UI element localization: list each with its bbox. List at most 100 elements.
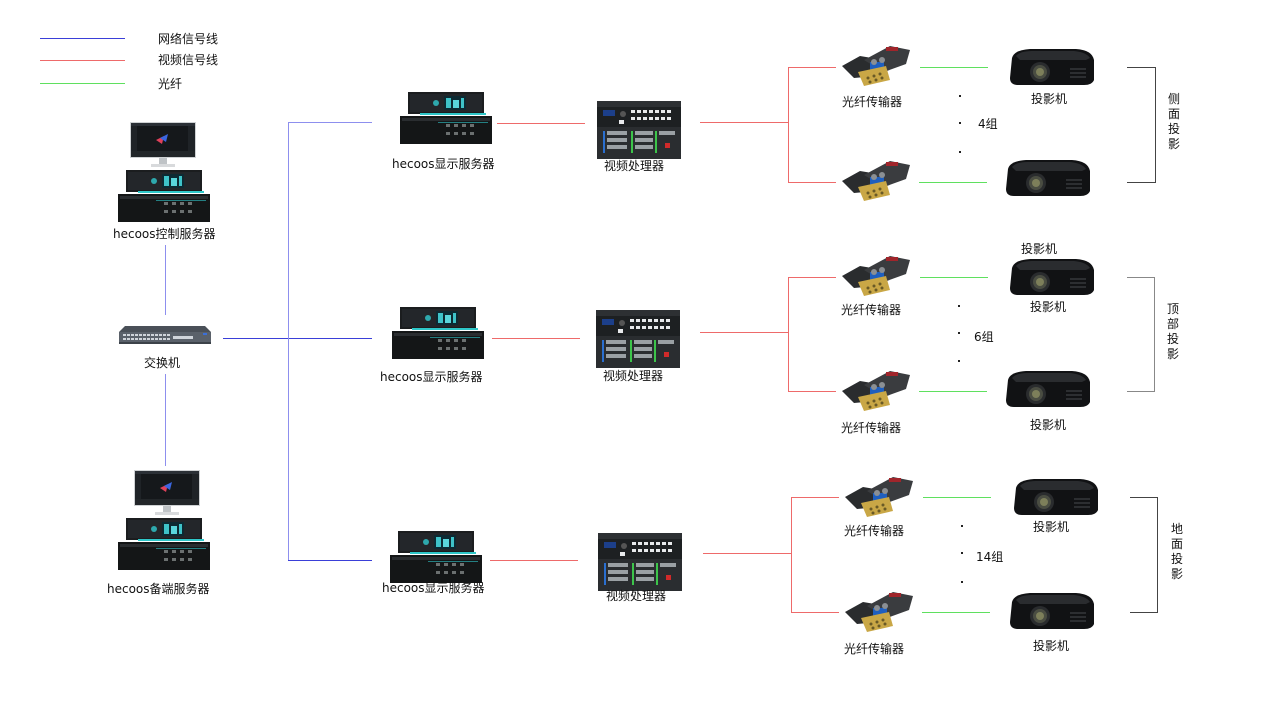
ellipsis-dot [961,552,963,554]
display-server-2-label: hecoos显示服务器 [380,370,483,384]
net-line-switch-backup [165,374,166,466]
video-line-split3-top [791,497,839,498]
fiber-transmitter-1b-icon [840,157,910,201]
zone-bracket-2-bottom [1127,391,1155,392]
zone-bracket-3-bottom [1130,612,1158,613]
control-monitor-icon [130,122,196,168]
zone-bracket-2-top [1127,277,1155,278]
video-processor-3-label: 视频处理器 [606,589,667,603]
fiber-transmitter-2a-icon [840,252,910,296]
control-server-label: hecoos控制服务器 [113,227,216,241]
projector-3b-icon [1006,592,1096,630]
video-processor-2-icon [596,310,680,368]
projector-1b-icon [1002,159,1092,197]
zone-bracket-1-bottom [1127,182,1155,183]
net-line-trunk-server1 [288,122,372,123]
zone-bracket-1-top [1127,67,1155,68]
video-processor-2-label: 视频处理器 [603,369,664,383]
fiber-line-3b [922,612,990,613]
display-server-3-icon [390,531,482,583]
projector-2a-label: 投影机 [1030,300,1067,314]
control-server-icon [118,170,210,222]
legend-network-label: 网络信号线 [158,32,219,46]
display-server-3-label: hecoos显示服务器 [382,581,485,595]
ellipsis-dot [958,332,960,334]
group-count-3: 14组 [976,550,1004,564]
fiber-line-2a [920,277,988,278]
legend-fiber-line [40,83,125,84]
zone-label-floor: 地面投影 [1170,522,1183,581]
ellipsis-dot [961,581,963,583]
display-server-1-icon [400,92,492,144]
video-line-proc1-split [700,122,788,123]
switch-icon [119,326,211,344]
fiber-transmitter-1a-icon [840,42,910,86]
video-line-server1-proc1 [497,123,585,124]
net-trunk-vertical [288,122,289,560]
fiber-transmitter-3a-label: 光纤传输器 [844,524,905,538]
fiber-line-1a [920,67,988,68]
legend-fiber-label: 光纤 [158,77,183,91]
projector-2-extra-label: 投影机 [1021,242,1058,256]
ellipsis-dot [958,305,960,307]
video-line-server3-proc3 [490,560,578,561]
fiber-transmitter-3a-icon [843,473,913,517]
projector-3b-label: 投影机 [1033,639,1070,653]
video-processor-1-icon [597,101,681,159]
projector-2a-icon [1006,258,1096,296]
video-line-split2-bottom [788,391,836,392]
fiber-transmitter-2a-label: 光纤传输器 [841,303,902,317]
group-count-2: 6组 [974,330,994,344]
backup-server-label: hecoos备端服务器 [107,582,210,596]
group-count-1: 4组 [978,117,998,131]
video-line-split1-top [788,67,836,68]
video-line-split1-bottom [788,182,836,183]
projector-3a-icon [1010,478,1100,516]
ellipsis-dot [959,95,961,97]
video-line-proc3-split [703,553,791,554]
zone-bracket-3-top [1130,497,1158,498]
legend-network-line [40,38,125,39]
video-line-split2-top [788,277,836,278]
fiber-transmitter-2b-label: 光纤传输器 [841,421,902,435]
switch-label: 交换机 [144,356,181,370]
legend-video-label: 视频信号线 [158,53,219,67]
legend-video-line [40,60,125,61]
projector-2b-icon [1002,370,1092,408]
zone-bracket-2-side [1154,277,1155,392]
net-line-control-switch [165,245,166,315]
video-processor-3-icon [598,533,682,591]
ellipsis-dot [958,360,960,362]
backup-monitor-icon [134,470,200,516]
video-processor-1-label: 视频处理器 [604,159,665,173]
projector-3a-label: 投影机 [1033,520,1070,534]
video-line-server2-proc2 [492,338,580,339]
zone-label-top: 顶部投影 [1166,302,1179,361]
ellipsis-dot [959,151,961,153]
video-split-3 [791,497,792,613]
display-server-2-icon [392,307,484,359]
ellipsis-dot [959,122,961,124]
fiber-transmitter-3b-label: 光纤传输器 [844,642,905,656]
zone-bracket-1-side [1155,67,1156,183]
ellipsis-dot [961,525,963,527]
fiber-line-1b [919,182,987,183]
net-line-switch-trunk [223,338,372,339]
fiber-transmitter-2b-icon [840,367,910,411]
video-split-1 [788,67,789,183]
video-line-split3-bottom [791,612,839,613]
fiber-transmitter-3b-icon [843,588,913,632]
fiber-transmitter-1a-label: 光纤传输器 [842,95,903,109]
video-split-2 [788,277,789,392]
display-server-1-label: hecoos显示服务器 [392,157,495,171]
net-line-trunk-server3 [288,560,372,561]
video-line-proc2-split [700,332,788,333]
projector-2b-label: 投影机 [1030,418,1067,432]
projector-1a-label: 投影机 [1031,92,1068,106]
fiber-line-3a [923,497,991,498]
fiber-line-2b [919,391,987,392]
zone-label-side: 侧面投影 [1167,92,1180,151]
projector-1a-icon [1006,48,1096,86]
backup-server-icon [118,518,210,570]
zone-bracket-3-side [1157,497,1158,613]
